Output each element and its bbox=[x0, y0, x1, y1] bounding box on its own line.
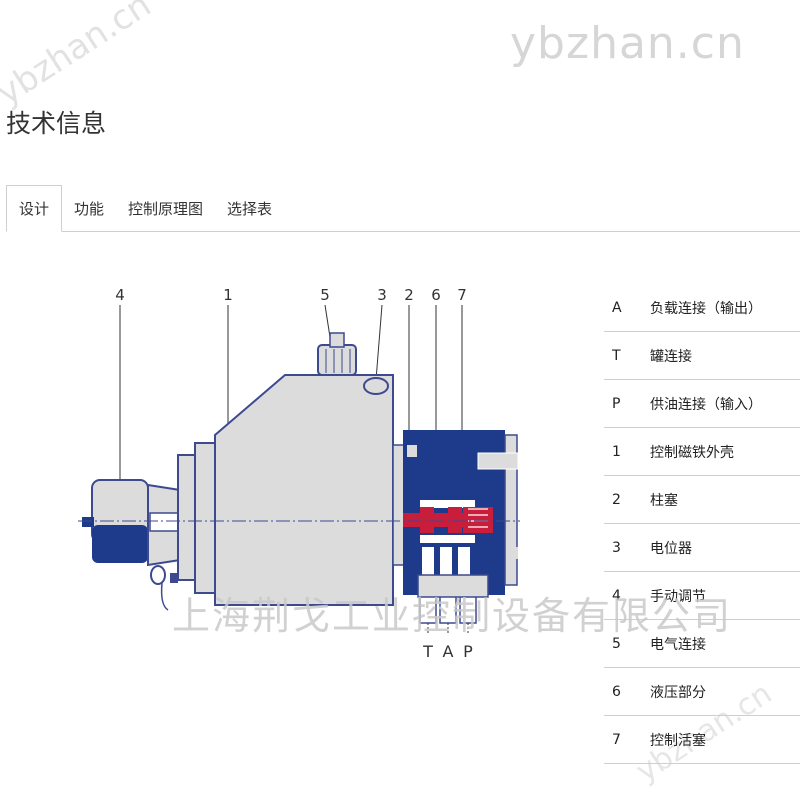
legend-table: A 负载连接（输出） T 罐连接 P 供油连接（输入） 1 控制磁铁外壳 2 柱塞 3 电位… bbox=[604, 284, 800, 764]
callout-3: 3 bbox=[377, 286, 387, 304]
callout-5: 5 bbox=[320, 286, 330, 304]
tab-bar: 设计 功能 控制原理图 选择表 bbox=[6, 185, 800, 232]
legend-value: 手动调节 bbox=[650, 588, 706, 605]
legend-key: 5 bbox=[612, 635, 621, 652]
legend-value: 罐连接 bbox=[650, 348, 692, 365]
callout-6: 6 bbox=[431, 286, 441, 304]
legend-row: A 负载连接（输出） bbox=[604, 284, 800, 332]
tab-design[interactable]: 设计 bbox=[6, 185, 63, 232]
legend-value: 控制活塞 bbox=[650, 732, 706, 749]
legend-row: 4 手动调节 bbox=[604, 572, 800, 620]
legend-row: 5 电气连接 bbox=[604, 620, 800, 668]
electrical-connection bbox=[317, 332, 357, 376]
potentiometer bbox=[363, 377, 389, 395]
watermark-site: ybzhan.cn bbox=[510, 18, 745, 69]
callout-4: 4 bbox=[115, 286, 125, 304]
legend-value: 液压部分 bbox=[650, 684, 706, 701]
legend-row: 3 电位器 bbox=[604, 524, 800, 572]
legend-value: 柱塞 bbox=[650, 492, 678, 509]
legend-key: T bbox=[612, 347, 621, 364]
legend-row: T 罐连接 bbox=[604, 332, 800, 380]
tab-selection-table[interactable]: 选择表 bbox=[227, 199, 273, 218]
valve-cross-section-diagram: 4 1 5 3 2 6 7 bbox=[78, 286, 520, 661]
tab-function[interactable]: 功能 bbox=[74, 199, 105, 218]
port-channels bbox=[417, 574, 489, 635]
callout-1: 1 bbox=[223, 286, 233, 304]
callout-2: 2 bbox=[404, 286, 414, 304]
legend-key: 2 bbox=[612, 491, 621, 508]
manual-adjustment-knob bbox=[82, 479, 181, 611]
tab-control-schematic[interactable]: 控制原理图 bbox=[128, 199, 204, 218]
legend-row: 2 柱塞 bbox=[604, 476, 800, 524]
legend-value: 电气连接 bbox=[650, 636, 706, 653]
legend-key: 3 bbox=[612, 539, 621, 556]
port-label-a: A bbox=[443, 642, 454, 661]
legend-value: 供油连接（输入） bbox=[650, 396, 762, 413]
legend-key: P bbox=[612, 395, 621, 412]
watermark-company: 上海荆戈工业控制设备有限公司 bbox=[172, 594, 733, 638]
legend-value: 负载连接（输出） bbox=[650, 300, 762, 317]
watermark-diagonal: ybzhan.cn bbox=[0, 0, 159, 114]
legend-value: 控制磁铁外壳 bbox=[650, 444, 734, 461]
legend-row: 6 液压部分 bbox=[604, 668, 800, 716]
legend-key: 1 bbox=[612, 443, 621, 460]
legend-row: P 供油连接（输入） bbox=[604, 380, 800, 428]
legend-key: 6 bbox=[612, 683, 621, 700]
control-magnet-housing bbox=[170, 374, 394, 606]
port-label-t: T bbox=[422, 642, 433, 661]
legend-key: A bbox=[612, 299, 622, 316]
plunger-and-control-piston bbox=[403, 507, 493, 533]
legend-row: 7 控制活塞 bbox=[604, 716, 800, 764]
legend-key: 4 bbox=[612, 587, 621, 604]
page-title: 技术信息 bbox=[6, 109, 107, 138]
callout-7: 7 bbox=[457, 286, 467, 304]
legend-row: 1 控制磁铁外壳 bbox=[604, 428, 800, 476]
legend-value: 电位器 bbox=[650, 540, 692, 557]
port-label-p: P bbox=[463, 642, 473, 661]
legend-key: 7 bbox=[612, 731, 621, 748]
